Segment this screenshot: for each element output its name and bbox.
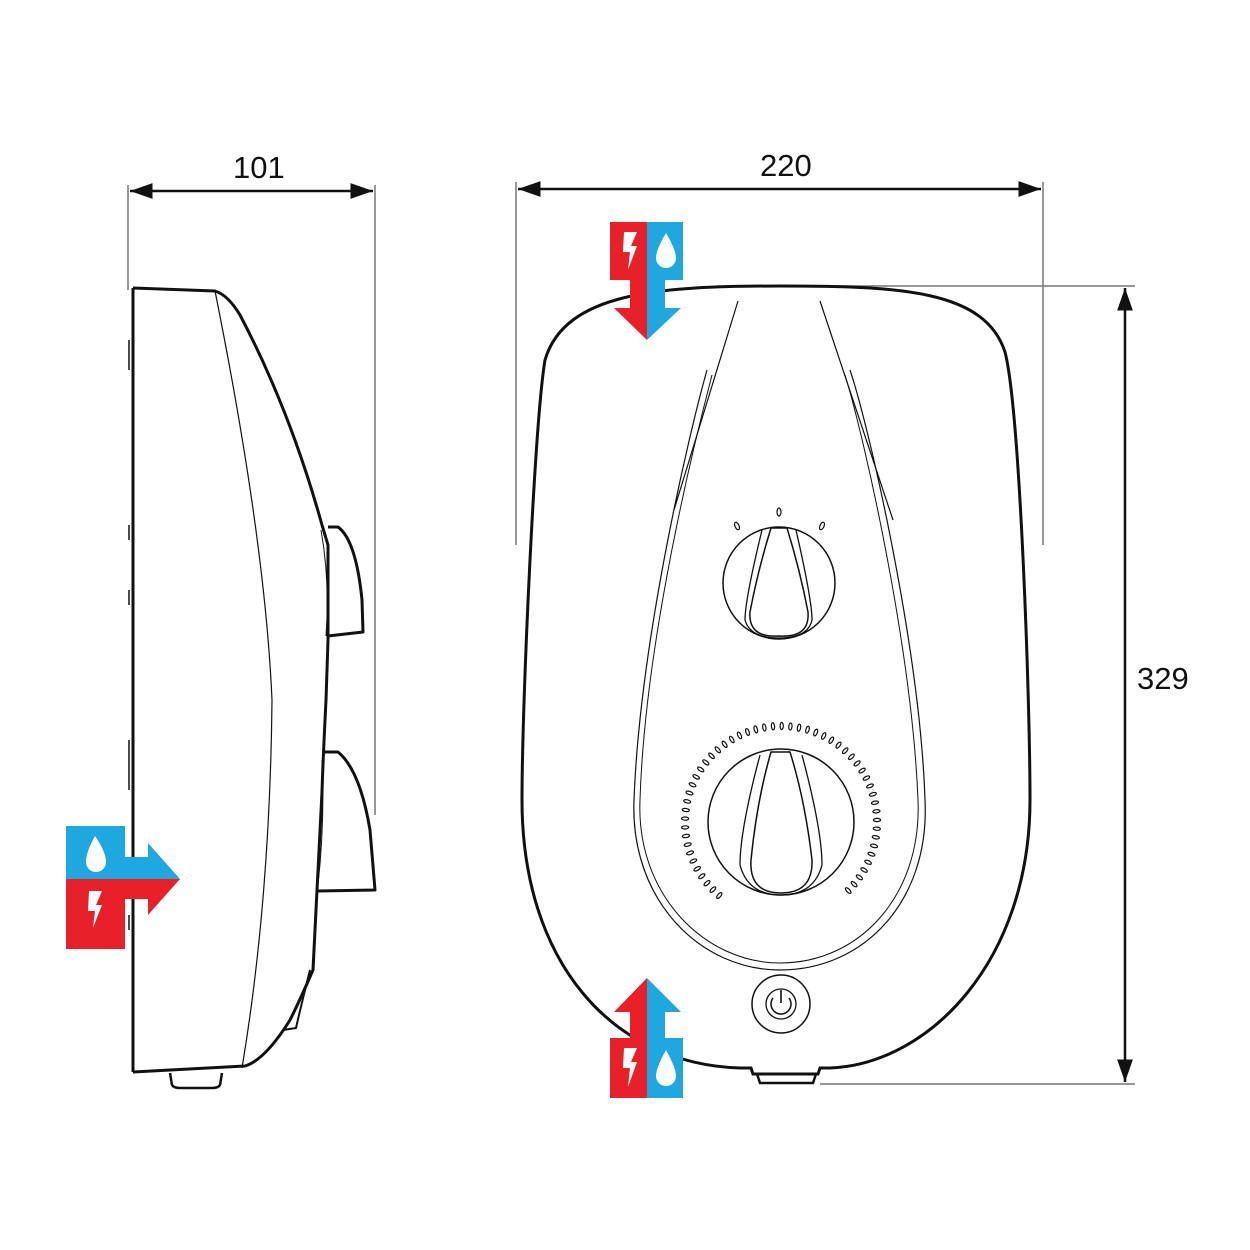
electricity-icon (623, 232, 637, 270)
temperature-dial[interactable] (680, 721, 882, 900)
side-view (128, 286, 377, 1090)
height-dimension (820, 285, 1135, 1085)
faceplate-outline (633, 369, 926, 971)
power-icon (770, 990, 792, 1015)
power-button[interactable] (751, 974, 811, 1034)
depth-dimension (127, 183, 376, 815)
height-dimension-label: 329 (1137, 661, 1189, 696)
electricity-icon (623, 1048, 637, 1087)
depth-dimension-label: 101 (233, 150, 285, 185)
power-selector-knob[interactable] (722, 507, 836, 640)
shower-body-outline (520, 284, 1032, 1076)
electricity-icon (88, 891, 102, 928)
width-dimension-label: 220 (760, 148, 812, 183)
width-dimension (515, 181, 1044, 545)
water-drop-icon (656, 1050, 676, 1086)
bottom-entry-icon (610, 978, 683, 1098)
water-drop-icon (656, 233, 676, 268)
top-entry-icon (610, 222, 683, 340)
rear-entry-icon (66, 826, 180, 949)
water-drop-icon (86, 836, 106, 872)
front-view (520, 284, 1032, 1085)
temperature-scale-ticks (680, 721, 882, 900)
